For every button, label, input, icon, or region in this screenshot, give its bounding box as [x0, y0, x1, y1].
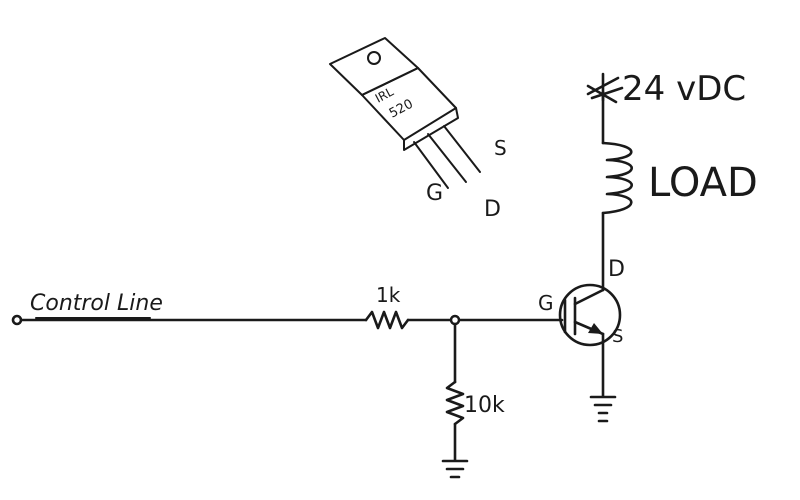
ground-symbol-left	[441, 459, 469, 479]
to220-package: IRL 520 G D S	[329, 37, 507, 222]
package-tab	[329, 37, 419, 96]
package-part-line2: 520	[387, 97, 416, 122]
package-lead-d	[427, 133, 467, 183]
control-line-label: Control Line	[30, 291, 163, 316]
resistor-r2	[445, 380, 465, 426]
resistor-r1	[364, 310, 410, 330]
r2-label: 10k	[464, 393, 505, 418]
package-pin-g-label: G	[426, 181, 443, 206]
load-inductor	[601, 141, 633, 215]
package-body-side	[403, 107, 459, 151]
supply-terminal	[586, 72, 624, 104]
package-pin-s-label: S	[494, 136, 507, 160]
package-lead-g	[413, 141, 449, 189]
package-lead-s	[443, 125, 481, 173]
mosfet-arrow	[588, 323, 603, 334]
source-pin-label: S	[612, 326, 623, 347]
supply-label: 24 vDC	[622, 69, 746, 109]
r1-label: 1k	[376, 283, 401, 307]
mosfet-body	[558, 283, 622, 347]
load-label: LOAD	[648, 160, 758, 206]
package-mount-hole	[367, 51, 381, 65]
ground-symbol-right	[589, 395, 617, 423]
package-pin-d-label: D	[484, 197, 501, 222]
gate-pin-label: G	[538, 291, 554, 315]
mosfet-symbol	[558, 283, 622, 347]
mosfet-drain-lead	[573, 288, 605, 306]
drain-pin-label: D	[608, 257, 625, 282]
